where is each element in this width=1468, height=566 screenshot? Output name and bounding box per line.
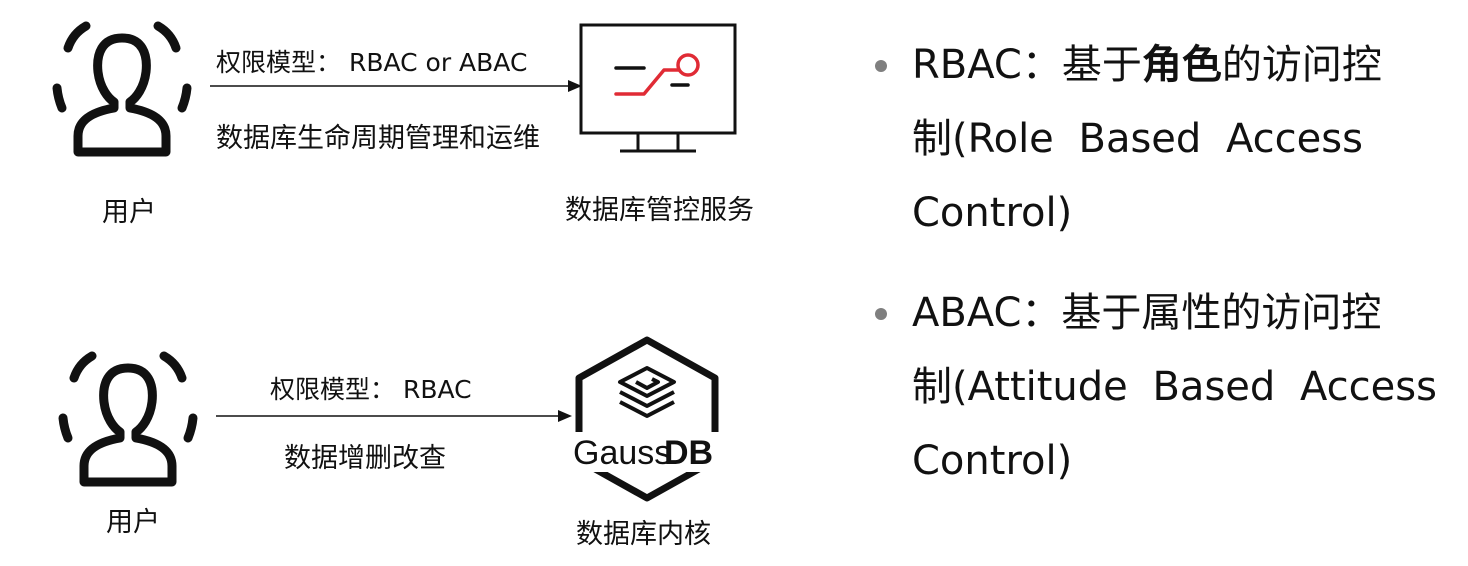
permission-model-label: 权限模型： RBAC <box>270 375 472 404</box>
switch-icon <box>614 53 700 96</box>
bullet-abac-line3: Control) <box>912 438 1073 484</box>
bullet-dot <box>875 308 887 320</box>
bullet-rbac: RBAC：基于角色的访问控 制(Role Based Access Contro… <box>868 28 1458 250</box>
arrow-connector <box>216 410 572 422</box>
logo-text-gauss: Gauss <box>573 434 671 472</box>
crud-label: 数据增删改查 <box>284 443 446 474</box>
bullet-list: RBAC：基于角色的访问控 制(Role Based Access Contro… <box>868 28 1458 498</box>
arrow-connector <box>210 80 582 92</box>
user-icon <box>58 351 198 487</box>
lifecycle-ops-label: 数据库生命周期管理和运维 <box>216 123 540 154</box>
bullet-rbac-line1: RBAC：基于角色的访问控 <box>912 28 1458 102</box>
user-caption: 用户 <box>102 197 156 228</box>
bullet-dot <box>875 60 887 72</box>
bullet-abac-line1: ABAC：基于属性的访问控 <box>912 290 1382 336</box>
bullet-rbac-prefix: RBAC：基于 <box>912 42 1142 88</box>
database-layers-icon <box>618 366 676 418</box>
bullet-abac-line2: 制(Attitude Based Access <box>912 364 1437 410</box>
user-caption: 用户 <box>106 507 160 538</box>
permission-model-label: 权限模型： RBAC or ABAC <box>216 48 528 77</box>
bullet-rbac-line3: Control) <box>912 190 1073 236</box>
gaussdb-logo: Gauss DB <box>572 336 722 502</box>
user-icon <box>52 21 192 157</box>
bullet-abac: ABAC：基于属性的访问控 制(Attitude Based Access Co… <box>868 276 1458 498</box>
db-management-service-caption: 数据库管控服务 <box>565 195 754 226</box>
logo-text-db: DB <box>664 434 713 472</box>
bullet-rbac-line2: 制(Role Based Access <box>912 116 1363 162</box>
bullet-rbac-emphasis: 角色 <box>1141 42 1222 88</box>
db-kernel-caption: 数据库内核 <box>576 519 711 550</box>
bullet-rbac-suffix: 的访问控 <box>1221 42 1382 88</box>
monitor-icon <box>579 23 737 153</box>
